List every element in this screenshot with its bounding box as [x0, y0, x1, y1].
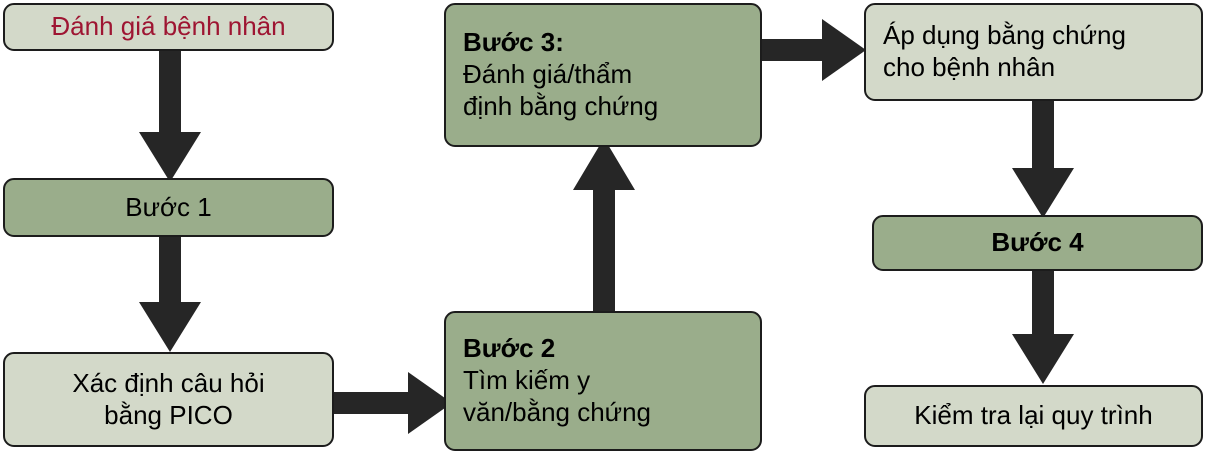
- node-label-step-3-line-1: Đánh giá/thẩm: [463, 59, 633, 90]
- node-label-step-3-line-2: định bằng chứng: [463, 90, 659, 121]
- node-label-review-process: Kiểm tra lại quy trình: [914, 400, 1153, 431]
- node-label-apply-line-1: Áp dụng bằng chứng: [883, 20, 1126, 51]
- arrow-step1-to-pico: [139, 230, 201, 358]
- arrow-assess-to-step1: [139, 40, 201, 190]
- node-apply-evidence[interactable]: Áp dụng bằng chứng cho bệnh nhân: [864, 3, 1203, 101]
- node-label-assess-patient: Đánh giá bệnh nhân: [51, 11, 286, 42]
- node-label-pico-line-1: Xác định câu hỏi: [72, 367, 265, 398]
- node-review-process[interactable]: Kiểm tra lại quy trình: [864, 385, 1203, 447]
- arrow-step3-to-apply: [752, 19, 866, 81]
- node-step-4[interactable]: Bước 4: [872, 215, 1203, 271]
- node-label-pico-line-2: bằng PICO: [104, 399, 233, 430]
- node-step-3[interactable]: Bước 3: Đánh giá/thẩm định bằng chứng: [444, 3, 762, 147]
- node-step-1[interactable]: Bước 1: [3, 178, 334, 237]
- node-heading-step-2: Bước 2: [463, 333, 556, 364]
- node-step-2[interactable]: Bước 2 Tìm kiếm y văn/bằng chứng: [444, 311, 762, 451]
- node-label-step-2-line-2: văn/bằng chứng: [463, 396, 651, 427]
- node-pico-question[interactable]: Xác định câu hỏi bằng PICO: [3, 352, 334, 447]
- arrow-pico-to-step2: [330, 372, 452, 434]
- node-assess-patient[interactable]: Đánh giá bệnh nhân: [3, 3, 334, 51]
- node-label-step-2-line-1: Tìm kiếm y: [463, 365, 591, 396]
- node-heading-step-3: Bước 3:: [463, 27, 564, 58]
- arrow-step2-to-step3: [573, 138, 635, 318]
- arrow-step4-to-review: [1012, 268, 1074, 390]
- node-label-step-4: Bước 4: [991, 227, 1084, 258]
- node-label-step-1: Bước 1: [125, 191, 212, 222]
- node-label-apply-line-2: cho bệnh nhân: [883, 52, 1056, 82]
- arrow-apply-to-step4: [1012, 98, 1074, 224]
